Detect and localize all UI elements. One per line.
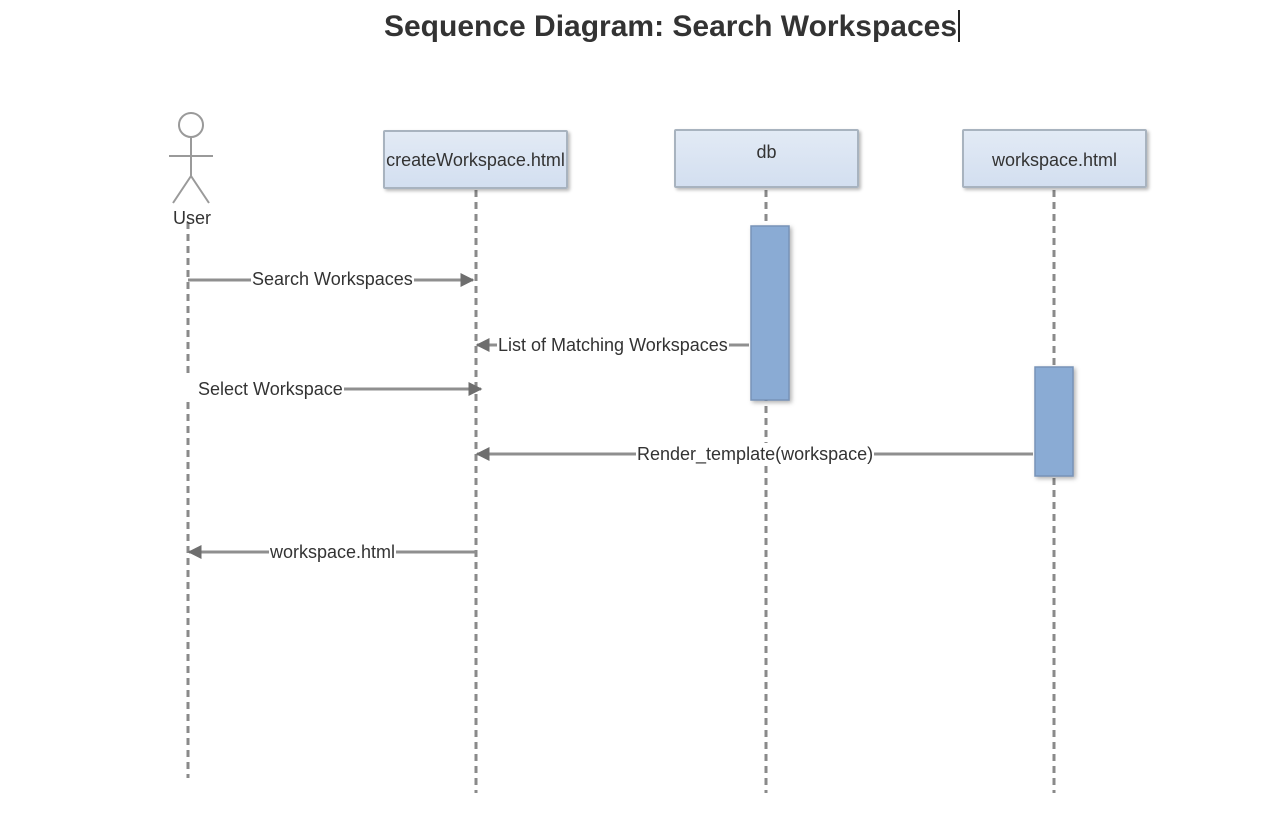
participant-label: db — [756, 142, 777, 162]
diagram-title: Sequence Diagram: Search Workspaces — [0, 10, 1267, 44]
user-actor-icon — [169, 112, 213, 204]
message-label: List of Matching Workspaces — [497, 334, 729, 356]
activation-db — [750, 225, 790, 401]
participant-db: db — [674, 129, 859, 188]
activation-workspace — [1034, 366, 1074, 477]
participant-workspace: workspace.html — [962, 129, 1147, 188]
message-label: workspace.html — [269, 541, 397, 563]
text-cursor — [958, 10, 961, 42]
message-label: Search Workspaces — [251, 268, 414, 290]
actor-label-user: User — [173, 208, 212, 228]
message-label: Render_template(workspace) — [636, 443, 875, 465]
participant-label: createWorkspace.html — [386, 150, 565, 170]
message-label: Select Workspace — [184, 378, 344, 400]
participant-createworkspace: createWorkspace.html — [383, 130, 568, 189]
diagram-title-text: Sequence Diagram: Search Workspaces — [383, 10, 958, 43]
participant-label: workspace.html — [991, 150, 1118, 170]
